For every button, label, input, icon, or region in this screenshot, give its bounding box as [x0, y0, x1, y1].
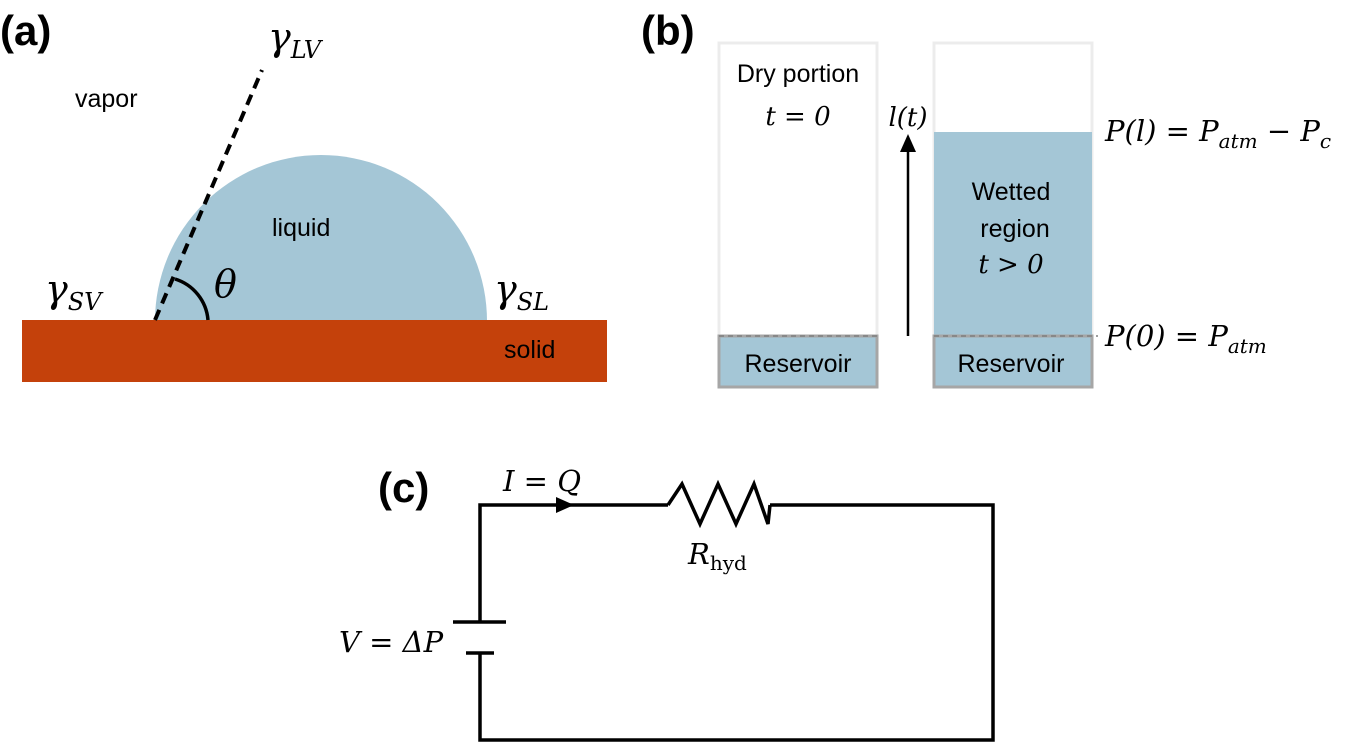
left-reservoir-label: Reservoir	[745, 350, 852, 378]
gamma-sl-label: γSL	[494, 267, 549, 316]
pressure-top-label: P(l) = Patm − Pc	[1104, 114, 1331, 153]
dry-portion-label: Dry portion	[737, 60, 859, 88]
circuit-wire-return	[478, 503, 995, 742]
panel-c-tag: (c)	[378, 464, 429, 511]
hydraulic-resistor	[666, 479, 772, 529]
vapor-label: vapor	[75, 85, 138, 113]
solid-substrate	[22, 320, 607, 382]
panel-a-tag: (a)	[0, 7, 51, 54]
circuit-wire	[478, 503, 668, 622]
wetted-label-line1: Wetted	[972, 178, 1051, 206]
resistance-label: Rhyd	[687, 537, 747, 575]
source-label: V = ΔP	[339, 625, 444, 659]
current-label: I = Q	[502, 464, 581, 498]
wetted-label-line2: region	[980, 215, 1050, 243]
current-direction-arrow	[556, 497, 574, 513]
gamma-lv-label: γLV	[268, 15, 324, 64]
gamma-sv-label: γSV	[45, 267, 104, 316]
liquid-label: liquid	[272, 214, 330, 242]
wetted-region-fill	[934, 132, 1092, 336]
rise-length-label: l(t)	[888, 103, 927, 133]
theta-label: θ	[214, 262, 237, 306]
liquid-vapor-tangent-line	[153, 69, 264, 321]
contact-angle-arc	[174, 277, 210, 321]
panel-b: (b) Dry portion t = 0 Reservoir l(t) Wet…	[641, 7, 1331, 389]
t-zero-label: t = 0	[765, 102, 830, 132]
right-reservoir	[932, 334, 1094, 389]
liquid-droplet	[155, 155, 487, 321]
t-positive-label: t > 0	[978, 250, 1043, 280]
rise-arrow-head	[900, 134, 916, 152]
right-reservoir-label: Reservoir	[958, 350, 1065, 378]
panel-b-tag: (b)	[641, 7, 695, 54]
solid-label: solid	[504, 336, 555, 364]
pressure-bottom-label: P(0) = Patm	[1104, 319, 1267, 358]
left-reservoir	[717, 334, 879, 389]
panel-c: (c) I = Q Rhyd V = ΔP	[339, 464, 995, 742]
panel-a: (a) vapor liquid solid γLV θ γSV γSL	[0, 7, 607, 382]
